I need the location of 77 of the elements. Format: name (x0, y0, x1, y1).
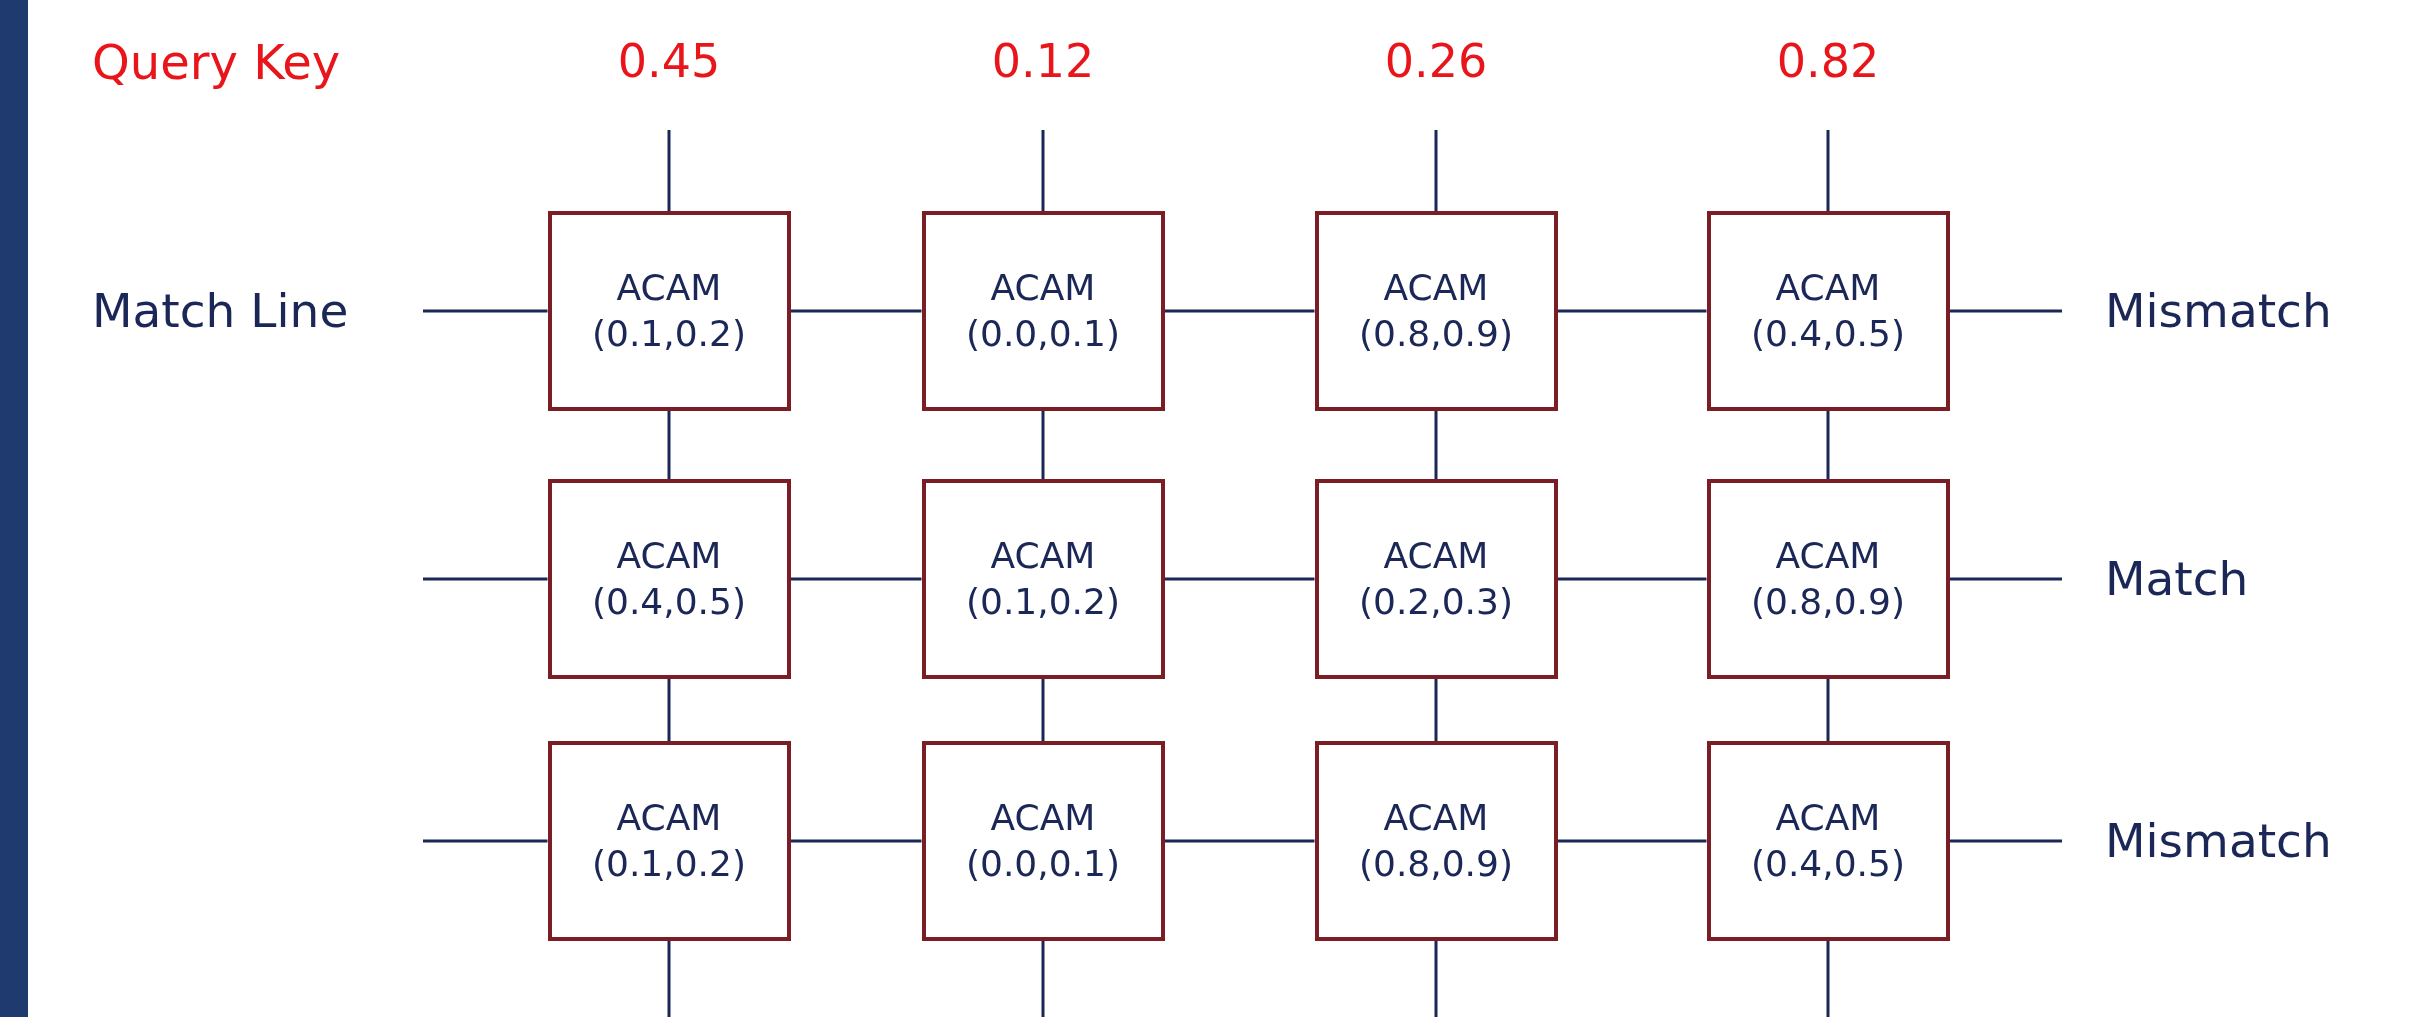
acam-cell (1706, 211, 1950, 411)
line-label: Mismatch (2105, 285, 2332, 337)
wire (1434, 130, 1438, 211)
cell-text: (0.1,0.2) (591, 314, 746, 354)
acam-cell (547, 211, 791, 411)
wire (790, 577, 922, 581)
acam-cell (1706, 741, 1950, 941)
wire (423, 839, 548, 843)
wire (1434, 941, 1438, 1017)
cell-text: ACAM (990, 536, 1096, 576)
query-key-label: Query Key (92, 36, 341, 89)
cell-text: (0.0,0.1) (965, 844, 1120, 884)
acam-cell (1314, 479, 1558, 679)
cell-text: (0.4,0.5) (1750, 844, 1905, 884)
acam-cell (921, 479, 1165, 679)
wire (1557, 577, 1707, 581)
wire (1557, 309, 1707, 313)
cell-text: ACAM (616, 798, 722, 838)
line-label: Mismatch (2105, 815, 2332, 867)
wire (1557, 839, 1707, 843)
wire (790, 309, 922, 313)
wire (1164, 309, 1315, 313)
wire (1949, 577, 2062, 581)
cell-text: ACAM (1383, 268, 1489, 308)
wire (667, 130, 671, 211)
wire (667, 411, 671, 479)
wire (1041, 411, 1045, 479)
acam-cell (1706, 479, 1950, 679)
cell-text: ACAM (990, 798, 1096, 838)
wire (1949, 309, 2062, 313)
cell-text: ACAM (616, 268, 722, 308)
wire (1826, 411, 1830, 479)
wire (1164, 577, 1315, 581)
wire (423, 309, 548, 313)
acam-cell (547, 479, 791, 679)
cell-text: ACAM (1775, 798, 1881, 838)
query-value: 0.82 (1776, 36, 1880, 87)
cell-text: ACAM (616, 536, 722, 576)
cell-text: (0.1,0.2) (965, 582, 1120, 622)
acam-cell (1314, 211, 1558, 411)
wire (1434, 411, 1438, 479)
query-value: 0.26 (1384, 36, 1488, 87)
query-value: 0.45 (617, 36, 721, 87)
acam-cell (921, 211, 1165, 411)
side-bar (0, 0, 28, 1017)
wire (1826, 679, 1830, 741)
wire (1164, 839, 1315, 843)
wire (1041, 130, 1045, 211)
cell-text: ACAM (1383, 798, 1489, 838)
wire (423, 577, 548, 581)
acam-cell (921, 741, 1165, 941)
cell-text: (0.8,0.9) (1358, 844, 1513, 884)
cell-text: ACAM (1383, 536, 1489, 576)
wire (790, 839, 922, 843)
cell-text: ACAM (1775, 536, 1881, 576)
cell-text: (0.8,0.9) (1358, 314, 1513, 354)
line-label: Match (2105, 553, 2249, 605)
wire (667, 941, 671, 1017)
cell-text: (0.4,0.5) (1750, 314, 1905, 354)
line-label: Match Line (92, 285, 349, 337)
query-value: 0.12 (991, 36, 1095, 87)
cell-text: (0.2,0.3) (1358, 582, 1513, 622)
cell-text: (0.1,0.2) (591, 844, 746, 884)
wire (1826, 941, 1830, 1017)
cell-text: ACAM (1775, 268, 1881, 308)
wire (1041, 941, 1045, 1017)
cell-text: ACAM (990, 268, 1096, 308)
wire (1041, 679, 1045, 741)
wire (1434, 679, 1438, 741)
acam-cell (1314, 741, 1558, 941)
cell-text: (0.0,0.1) (965, 314, 1120, 354)
wire (1826, 130, 1830, 211)
wire (667, 679, 671, 741)
cell-text: (0.4,0.5) (591, 582, 746, 622)
acam-cell (547, 741, 791, 941)
cell-text: (0.8,0.9) (1750, 582, 1905, 622)
wire (1949, 839, 2062, 843)
